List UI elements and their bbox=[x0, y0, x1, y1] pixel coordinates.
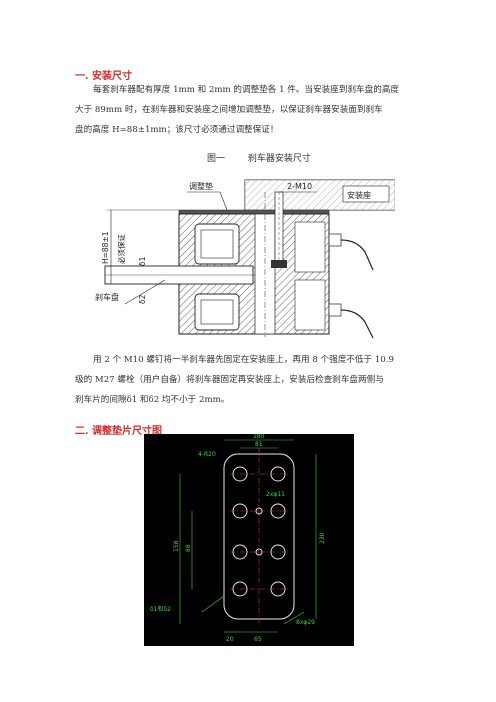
label-bolt: 2-M10 bbox=[287, 182, 312, 191]
dim-thickness: δ1和δ2 bbox=[150, 605, 171, 613]
label-shim: 调整垫 bbox=[189, 181, 213, 191]
label-height: H=88±1 bbox=[101, 231, 110, 264]
label-disc: 刹车盘 bbox=[95, 292, 119, 302]
figure-caption-title: 刹车器安装尺寸 bbox=[247, 154, 311, 164]
para1-line1: 每套刹车器配有厚度 1mm 和 2mm 的调整垫各 1 件。当安装座到刹车盘的高… bbox=[93, 85, 400, 95]
dim-bottom-c: 8xφ29 bbox=[296, 619, 315, 626]
dim-bottom-a: 20 bbox=[226, 636, 234, 643]
label-delta2: δ2 bbox=[138, 294, 147, 304]
brake-installation-drawing: 安装座 调整垫 2-M10 H=88 bbox=[95, 179, 395, 339]
section-1-heading: 一. 安装尺寸 bbox=[75, 71, 132, 82]
para2-line3: 刹车片的间隙δ1 和δ2 均不小于 2mm。 bbox=[75, 395, 230, 405]
shim-cad-drawing: 180 81 4-R20 2xφ11 88 158 230 δ1和δ2 20 6… bbox=[144, 434, 354, 646]
label-must: 必须保证 bbox=[116, 234, 126, 264]
para2-line2: 级的 M27 螺栓（用户自备）将刹车器固定再安装座上，安装后检查刹车盘两侧与 bbox=[75, 375, 384, 385]
dim-hole-small: 2xφ11 bbox=[266, 491, 285, 498]
figure-caption-label: 图一 bbox=[207, 154, 226, 164]
figure-caption: 图一 刹车器安装尺寸 bbox=[207, 151, 311, 164]
dim-bottom-b: 65 bbox=[254, 636, 262, 643]
dim-top-inner: 81 bbox=[255, 441, 263, 448]
dim-corner: 4-R20 bbox=[198, 451, 216, 458]
dim-left-b: 158 bbox=[173, 540, 180, 552]
section-2-heading: 二. 调整垫片尺寸图 bbox=[75, 426, 162, 437]
shim-plate bbox=[178, 209, 330, 215]
label-mount: 安装座 bbox=[347, 190, 371, 200]
para2-line1: 用 2 个 M10 螺钉将一半刹车器先固定在安装座上，再用 8 个强度不低于 1… bbox=[93, 355, 394, 365]
dim-right: 230 bbox=[319, 532, 326, 544]
para1-line3: 盘的高度 H=88±1mm；该尺寸必须通过调整保证！ bbox=[75, 125, 279, 135]
dim-left-a: 88 bbox=[185, 544, 192, 552]
label-delta1: δ1 bbox=[138, 256, 147, 266]
dim-top: 180 bbox=[253, 434, 265, 440]
para1-line2: 大于 89mm 时，在刹车器和安装座之间增加调整垫，以保证刹车器安装面到刹车 bbox=[75, 105, 383, 115]
